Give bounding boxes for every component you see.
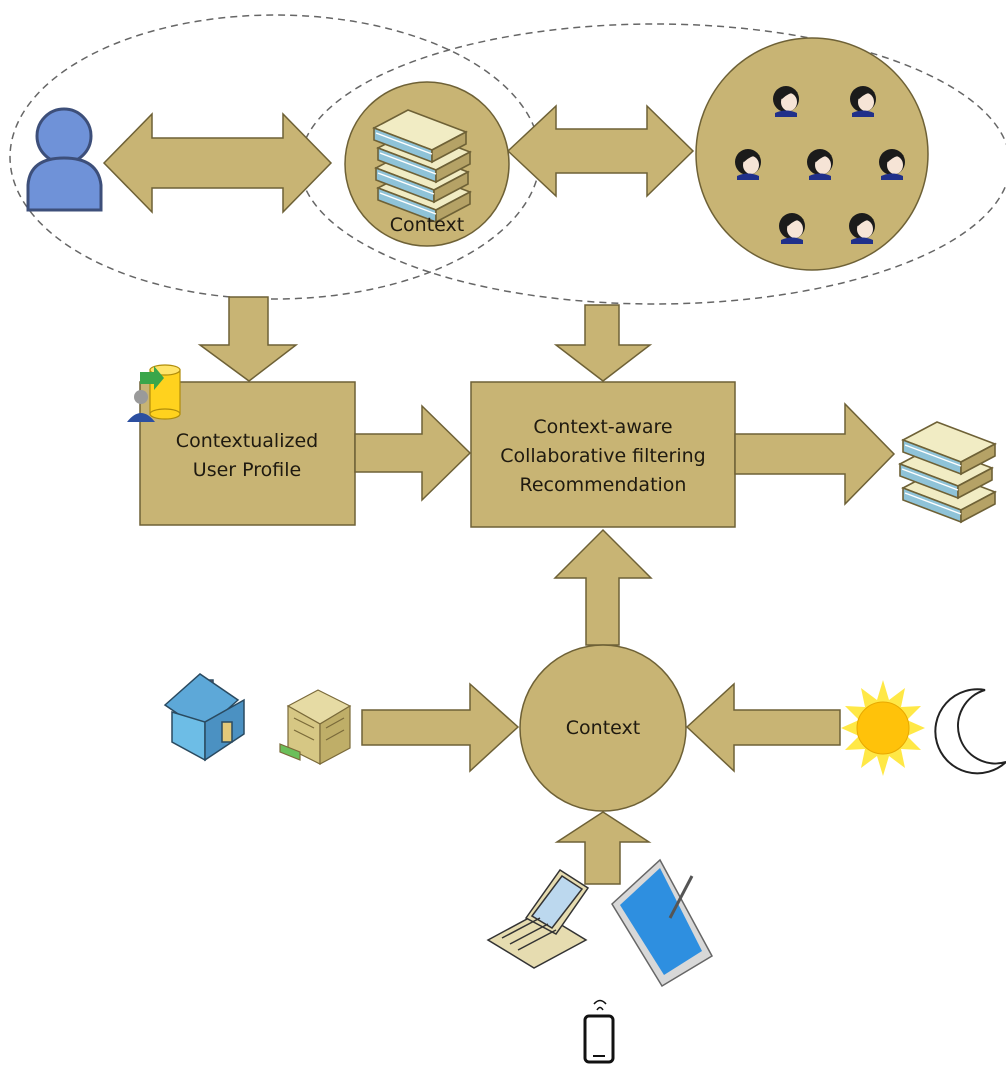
- double-arrow-user-context: [102, 112, 333, 214]
- cf-label-line3: Recommendation: [520, 474, 687, 496]
- cf-label-line2: Collaborative filtering: [500, 445, 706, 467]
- arrow-time-to-context: [685, 682, 841, 773]
- cf-label-line1: Context-aware: [533, 416, 672, 438]
- person-icon: [779, 213, 805, 244]
- profile-database-icon: [127, 364, 181, 422]
- down-arrow-to-profile: [197, 296, 299, 382]
- context-hub-label: Context: [566, 717, 640, 739]
- person-icon: [850, 86, 876, 117]
- profile-label-line2: User Profile: [193, 459, 301, 481]
- laptop-icon: [486, 868, 590, 969]
- person-icon: [773, 86, 799, 117]
- person-icon: [849, 213, 875, 244]
- person-icon: [807, 149, 833, 180]
- tablet-icon: [611, 858, 714, 988]
- profile-label-line1: Contextualized: [176, 430, 318, 452]
- arrow-devices-to-context: [554, 811, 652, 885]
- up-arrow-context-to-cf: [553, 528, 653, 646]
- moon-icon: [934, 688, 1006, 775]
- user-icon: [26, 107, 103, 212]
- books-context-label: Context: [390, 214, 464, 236]
- office-building-icon: [279, 689, 352, 765]
- phone-icon: [583, 999, 615, 1064]
- arrow-cf-to-output: [734, 402, 896, 506]
- output-books-icon: [899, 421, 996, 523]
- arrow-profile-to-cf: [354, 404, 472, 502]
- person-icon: [879, 149, 905, 180]
- community-node: [695, 37, 929, 271]
- sun-icon: [841, 680, 925, 776]
- down-arrow-to-cf: [553, 304, 653, 382]
- house-icon: [163, 673, 245, 762]
- cf-recommendation-box: Context-aware Collaborative filtering Re…: [470, 381, 736, 528]
- books-context-node: Context: [344, 81, 510, 247]
- arrow-location-to-context: [361, 682, 520, 773]
- person-icon: [735, 149, 761, 180]
- double-arrow-context-community: [506, 104, 695, 198]
- context-hub-node: Context: [519, 644, 687, 812]
